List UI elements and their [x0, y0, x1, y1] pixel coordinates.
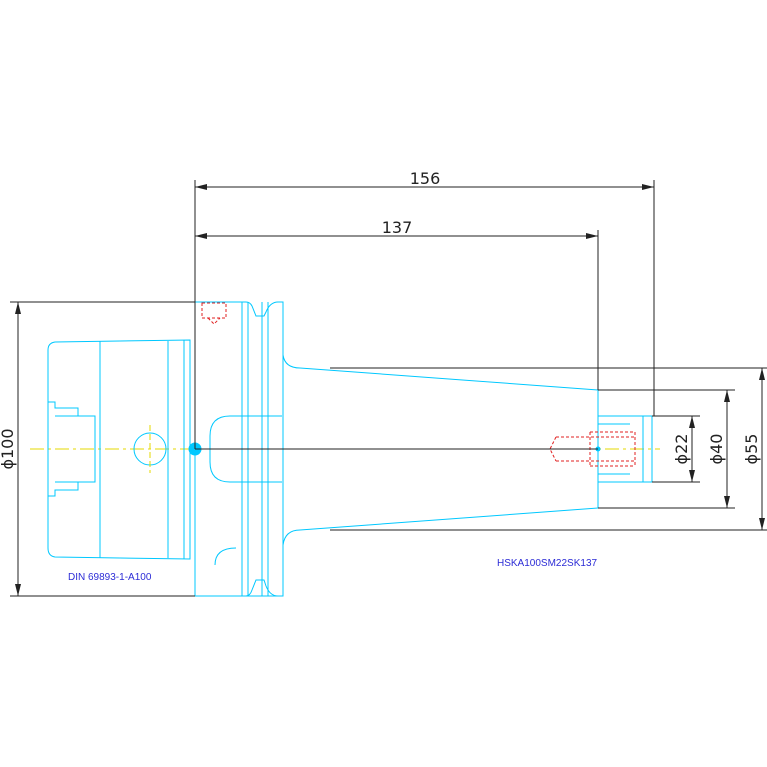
dim-diameter-40: ϕ40	[707, 434, 726, 465]
hsk-shank	[47, 339, 191, 560]
dim-overall-length: 156	[410, 169, 441, 188]
dim-diameter-55: ϕ55	[742, 434, 761, 465]
dim-diameter-22: ϕ22	[672, 434, 691, 465]
standard-label: DIN 69893-1-A100	[68, 572, 152, 583]
dim-flange-diameter: ϕ100	[0, 428, 17, 469]
dimension-lines	[10, 180, 767, 597]
hidden-lines	[201, 302, 636, 467]
part-number-label: HSKA100SM22SK137	[497, 558, 598, 569]
dimension-arrows	[15, 184, 765, 596]
extension-body	[282, 302, 653, 596]
dim-gauge-length: 137	[382, 218, 413, 237]
